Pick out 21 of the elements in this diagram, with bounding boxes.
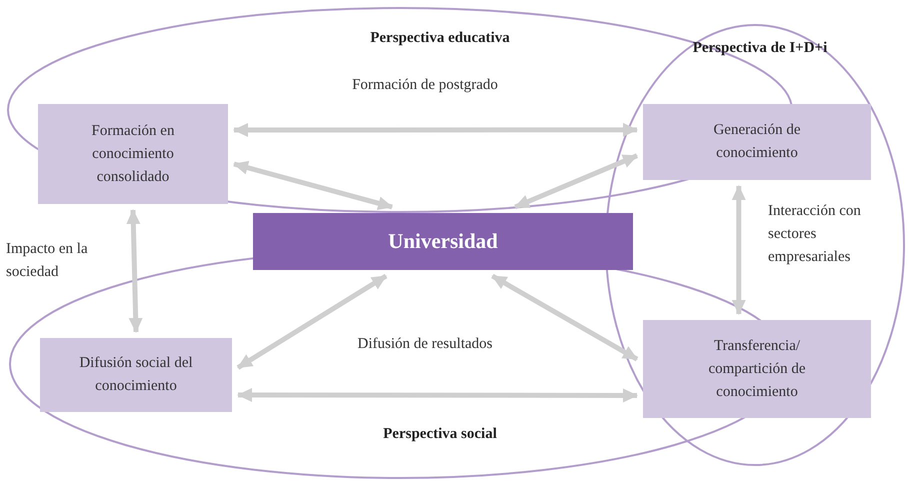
box-text: Generación de conocimiento [712,121,802,163]
box-text: Transferencia/ compartición de conocimiento [707,336,807,402]
box-text: Universidad [388,228,498,255]
double-arrow [491,274,638,362]
double-arrow [732,185,746,315]
perspective-heading: Perspectiva social [382,425,498,444]
perspective-heading: Perspectiva de I+D+i [692,39,828,58]
process-box [643,104,871,180]
process-box [40,338,232,412]
box-text: Difusión social del conocimiento [78,354,194,396]
process-box [643,320,871,418]
double-arrow [237,388,638,402]
double-arrow [233,122,638,137]
center-box [253,213,633,270]
process-box [38,104,228,204]
double-arrow [514,153,638,210]
perspective-heading: Perspectiva educativa [369,29,511,48]
double-arrow [126,209,143,333]
double-arrow [236,274,388,370]
double-arrow [233,160,394,210]
box-text: Formación en conocimiento consolidado [90,122,176,186]
